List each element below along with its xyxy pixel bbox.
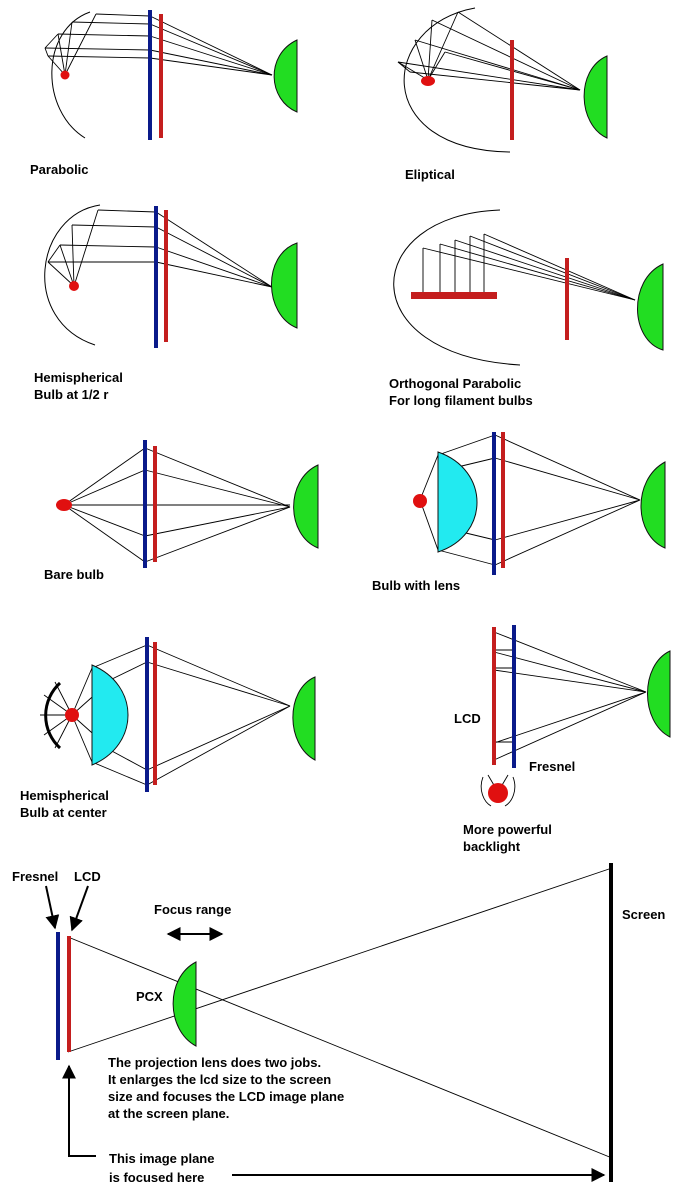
hemispherical-reflector	[44, 204, 101, 346]
bulb	[69, 281, 79, 291]
light-rays	[63, 447, 291, 563]
bulb	[65, 708, 79, 722]
condenser-lens	[91, 664, 129, 766]
light-rays	[422, 233, 636, 301]
bulb	[56, 499, 72, 511]
projection-note: The projection lens does two jobs. It en…	[108, 1055, 345, 1121]
pcx-lens	[293, 464, 319, 549]
hemispherical-half-r-config	[44, 204, 298, 348]
pcx-lens	[583, 55, 608, 139]
long-filament-bulb	[411, 292, 497, 299]
pcx-lens	[637, 263, 664, 351]
pcx-lens	[640, 461, 666, 549]
pcx-lens	[647, 650, 671, 738]
image-plane-note: This image plane is focused here	[109, 1151, 215, 1185]
parabolic-label: Parabolic	[30, 162, 89, 177]
parabolic-reflector	[51, 11, 91, 139]
orthogonal-parabolic-config	[393, 209, 664, 366]
backlight-fresnel-label: Fresnel	[529, 759, 576, 774]
eliptical-label: Eliptical	[405, 167, 455, 182]
lcd-arrow	[69, 885, 89, 932]
light-rays	[419, 434, 641, 566]
focus-range-label: Focus range	[154, 902, 232, 917]
pcx-lens	[273, 39, 298, 113]
fresnel-arrow	[45, 885, 60, 930]
pcx-lens	[271, 242, 298, 329]
bulb	[421, 76, 435, 86]
hemispherical-center-config	[40, 637, 316, 792]
bare-bulb-label: Bare bulb	[44, 567, 104, 582]
pcx-lens	[292, 676, 316, 761]
light-rays	[40, 644, 291, 786]
hemispherical-reflector	[44, 681, 62, 750]
light-rays	[47, 209, 273, 288]
orthogonal-reflector	[393, 209, 521, 366]
hemispherical-half-r-label: Hemispherical Bulb at 1/2 r	[34, 370, 123, 402]
light-rays	[493, 631, 647, 761]
backlight-caption: More powerful backlight	[463, 822, 552, 854]
eliptical-config	[397, 7, 608, 153]
orthogonal-parabolic-label: Orthogonal Parabolic For long filament b…	[389, 376, 533, 408]
backlight-config	[480, 625, 671, 807]
elliptical-reflector	[403, 7, 511, 153]
light-rays	[397, 11, 581, 91]
projection-fresnel-label: Fresnel	[12, 869, 59, 884]
bulb	[413, 494, 427, 508]
pcx-label: PCX	[136, 989, 163, 1004]
pcx-lens	[172, 961, 197, 1047]
condenser-lens	[437, 451, 478, 553]
bulb	[60, 70, 70, 80]
projection-config	[45, 863, 613, 1182]
image-plane-arrow	[62, 1064, 96, 1157]
bulb-with-lens-label: Bulb with lens	[372, 578, 461, 593]
parabolic-config	[44, 10, 298, 140]
backlight-lcd-label: LCD	[454, 711, 481, 726]
projection-rays	[67, 867, 613, 1159]
bulb-with-lens-config	[413, 432, 666, 575]
bulb	[488, 783, 508, 803]
light-rays	[44, 13, 273, 76]
hemispherical-center-label: Hemispherical Bulb at center	[20, 788, 109, 820]
projection-lcd-label: LCD	[74, 869, 101, 884]
screen-label: Screen	[622, 907, 666, 922]
bare-bulb-config	[56, 440, 319, 568]
